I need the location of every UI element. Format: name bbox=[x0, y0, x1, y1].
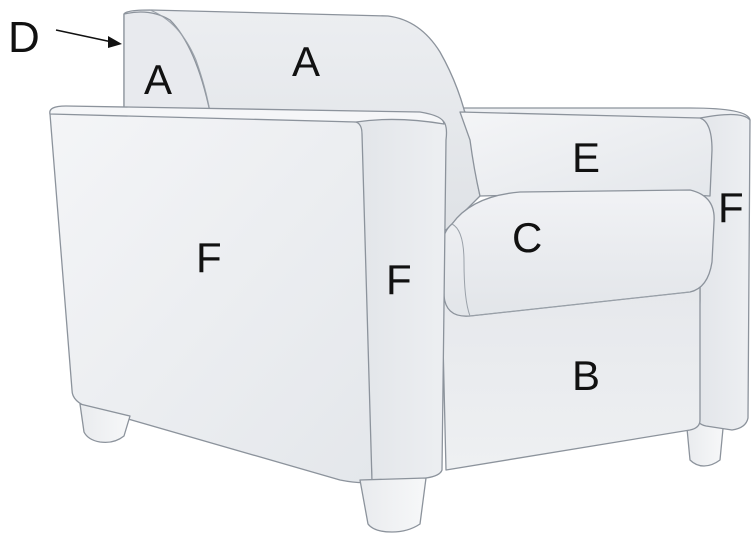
label-f-right: F bbox=[718, 184, 744, 231]
label-f-left: F bbox=[196, 234, 222, 281]
label-c: C bbox=[512, 214, 542, 261]
label-a-back: A bbox=[292, 38, 320, 85]
label-d: D bbox=[8, 13, 40, 62]
label-f-front: F bbox=[386, 256, 412, 303]
arrow-d bbox=[56, 30, 122, 48]
front-leg-center bbox=[360, 478, 426, 532]
label-b: B bbox=[572, 352, 600, 399]
label-e: E bbox=[572, 134, 600, 181]
label-a-side: A bbox=[144, 56, 172, 103]
